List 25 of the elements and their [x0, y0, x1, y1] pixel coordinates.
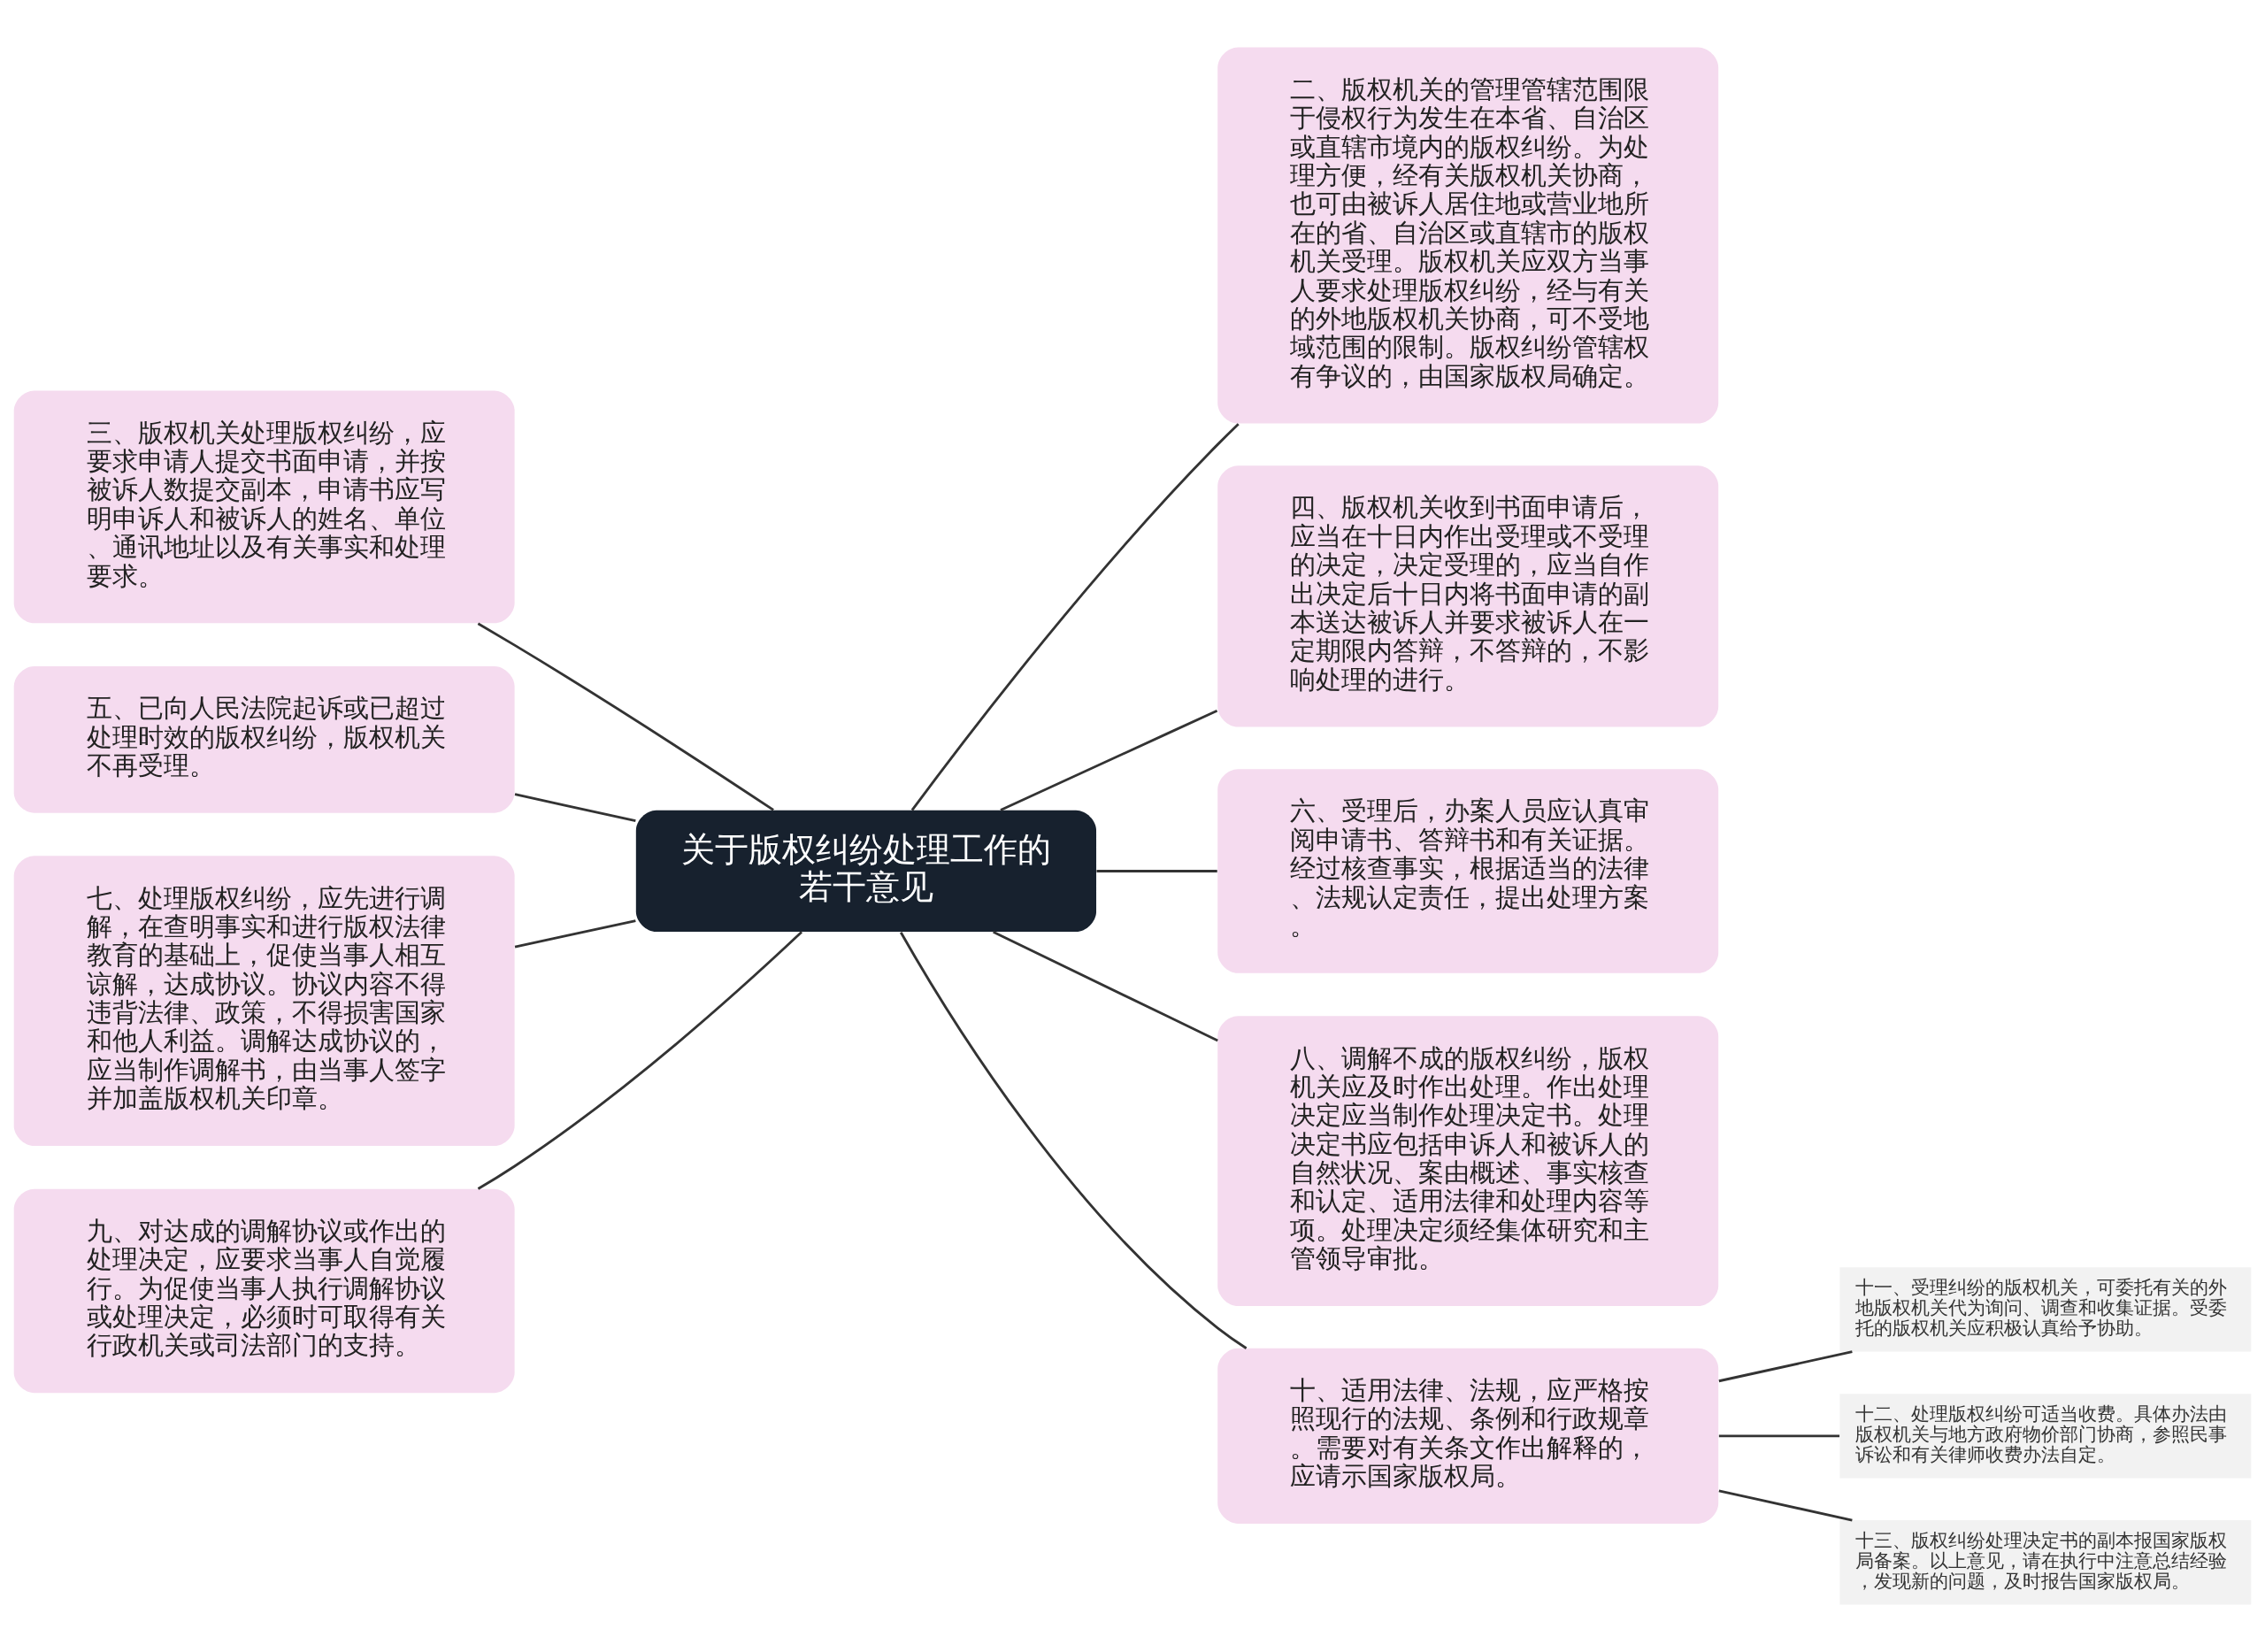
- node-box: 十一、受理纠纷的版权机关，可委托有关的外地版权机关代为询问、调查和收集证据。受委托的版权机关应积极认真给予协助。: [1839, 1267, 2252, 1352]
- node-box: 九、对达成的调解协议或作出的处理决定，应要求当事人自觉履行。为促使当事人执行调解协议或处理决定，必须时可取得有关行政机关或司法部门的支持。: [13, 1188, 515, 1394]
- node-box: 二、版权机关的管理管辖范围限于侵权行为发生在本省、自治区或直辖市境内的版权纠纷。为处理方便，经有关版权机关协商，也可由被诉人居住地或营业地所在的省、自治区或直辖市的版权机关受理。版权机关应双方当事人要求处理版权纠纷，经与有关的外地版权机关协商，可不受地域范围的限制。版权纠纷管辖权有争议的，由国家版权局确定。: [1217, 47, 1719, 424]
- connector: [900, 931, 1248, 1349]
- node-box: 十二、处理版权纠纷可适当收费。具体办法由版权机关与地方政府物价部门协商，参照民事诉讼和有关律师收费办法自定。: [1839, 1394, 2252, 1479]
- connector: [1718, 1350, 1853, 1383]
- node-box: 四、版权机关收到书面申请后，应当在十日内作出受理或不受理的决定，决定受理的，应当自作出决定后十日内将书面申请的副本送达被诉人并要求被诉人在一定期限内答辩，不答辩的，不影响处理的进行。: [1217, 465, 1719, 727]
- connector: [477, 622, 774, 811]
- node-box: 五、已向人民法院起诉或已超过处理时效的版权纠纷，版权机关不再受理。: [13, 665, 515, 813]
- connector: [514, 919, 636, 949]
- node-box: 七、处理版权纠纷，应先进行调解，在查明事实和进行版权法律教育的基础上，促使当事人相互谅解，达成协议。协议内容不得违背法律、政策，不得损害国家和他人利益。调解达成协议的，应当制作调解书，由当事人签字并加盖版权机关印章。: [13, 856, 515, 1147]
- node-box: 八、调解不成的版权纠纷，版权机关应及时作出处理。作出处理决定应当制作处理决定书。处理决定书应包括申诉人和被诉人的自然状况、案由概述、事实核查和认定、适用法律和处理内容等项。处理决定须经集体研究和主管领导审批。: [1217, 1016, 1719, 1307]
- node-box: 十、适用法律、法规，应严格按照现行的法规、条例和行政规章。需要对有关条文作出解释的，应请示国家版权局。: [1217, 1348, 1719, 1524]
- node-box: 关于版权纠纷处理工作的若干意见: [635, 810, 1097, 933]
- connector: [1718, 1434, 1840, 1438]
- connector: [477, 931, 803, 1190]
- connector: [514, 793, 636, 823]
- node-box: 六、受理后，办案人员应认真审阅申请书、答辩书和有关证据。经过核查事实，根据适当的法律、法规认定责任，提出处理方案。: [1217, 769, 1719, 973]
- connector: [1718, 1489, 1853, 1522]
- node-box: 三、版权机关处理版权纠纷，应要求申请人提交书面申请，并按被诉人数提交副本，申请书应写明申诉人和被诉人的姓名、单位、通讯地址以及有关事实和处理要求。: [13, 390, 515, 624]
- connector: [910, 423, 1240, 811]
- connector: [1000, 709, 1218, 811]
- connector: [993, 930, 1218, 1042]
- node-box: 十三、版权纠纷处理决定书的副本报国家版权局备案。以上意见，请在执行中注意总结经验，发现新的问题，及时报告国家版权局。: [1839, 1520, 2252, 1605]
- connector: [1096, 870, 1217, 872]
